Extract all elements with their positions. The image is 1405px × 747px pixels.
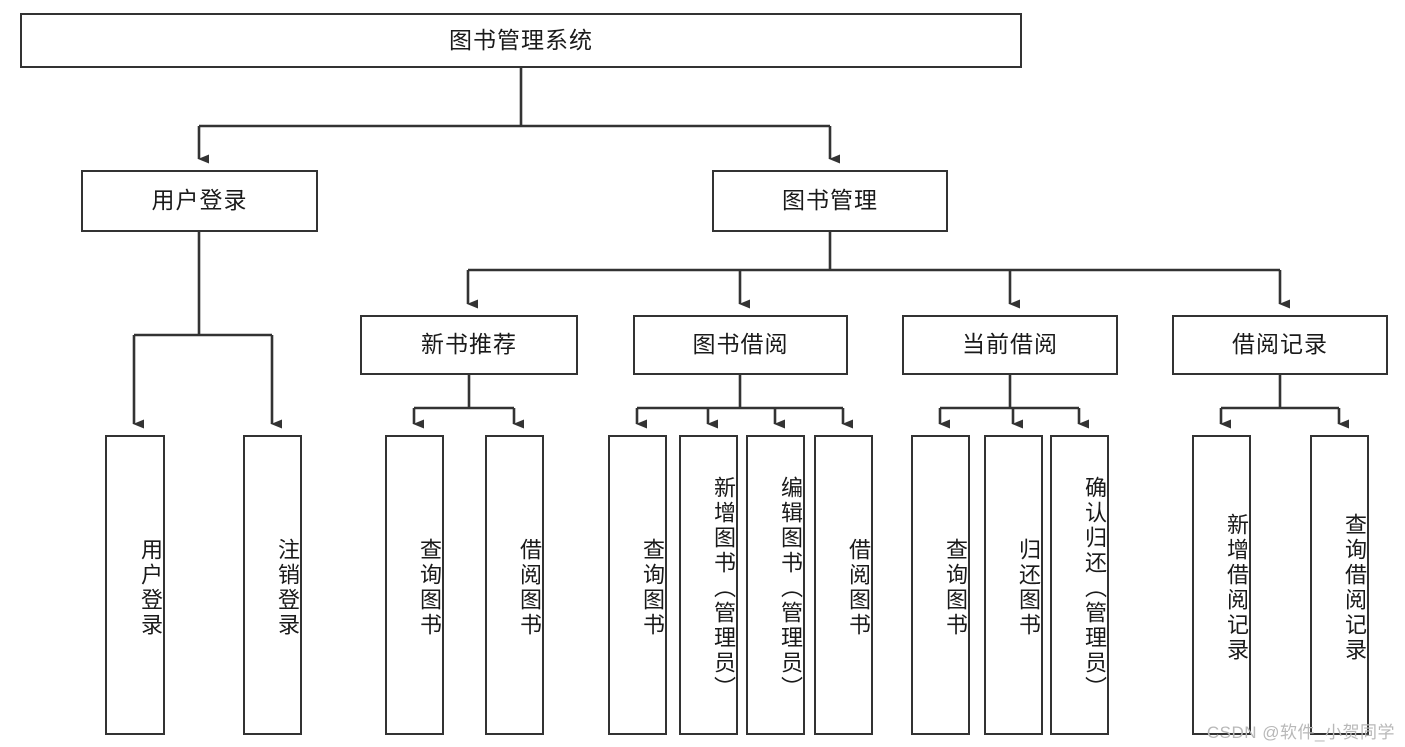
node-label: 图书管理系统: [449, 26, 593, 53]
node-label: 编辑图书（管理员）: [778, 475, 803, 701]
node-label: 查询图书: [943, 538, 968, 638]
node-user-login[interactable]: 用户登录: [81, 170, 318, 232]
node-label: 当前借阅: [962, 331, 1058, 358]
node-borrow-record[interactable]: 借阅记录: [1172, 315, 1388, 375]
node-label: 图书管理: [782, 187, 878, 214]
node-label: 用户登录: [138, 538, 163, 638]
node-label: 查询图书: [640, 538, 665, 638]
node-label: 查询图书: [417, 538, 442, 638]
node-leaf-return-book[interactable]: 归还图书: [984, 435, 1043, 735]
node-leaf-query-book-current[interactable]: 查询图书: [911, 435, 970, 735]
node-leaf-logout[interactable]: 注销登录: [243, 435, 302, 735]
node-leaf-add-borrow-record[interactable]: 新增借阅记录: [1192, 435, 1251, 735]
node-leaf-borrow-book-recommend[interactable]: 借阅图书: [485, 435, 544, 735]
node-label: 借阅图书: [517, 538, 542, 638]
node-leaf-confirm-return-admin[interactable]: 确认归还（管理员）: [1050, 435, 1109, 735]
node-new-book-recommend[interactable]: 新书推荐: [360, 315, 578, 375]
node-label: 新增图书（管理员）: [711, 475, 736, 701]
node-label: 借阅记录: [1232, 331, 1328, 358]
node-book-management[interactable]: 图书管理: [712, 170, 948, 232]
node-leaf-edit-book-admin[interactable]: 编辑图书（管理员）: [746, 435, 805, 735]
node-label: 图书借阅: [692, 331, 789, 358]
node-label: 用户登录: [151, 187, 248, 214]
node-leaf-add-book-admin[interactable]: 新增图书（管理员）: [679, 435, 738, 735]
node-current-borrow[interactable]: 当前借阅: [902, 315, 1118, 375]
node-leaf-user-login[interactable]: 用户登录: [105, 435, 165, 735]
node-leaf-borrow-book[interactable]: 借阅图书: [814, 435, 873, 735]
node-label: 查询借阅记录: [1342, 513, 1367, 663]
node-label: 借阅图书: [846, 538, 871, 638]
node-book-management-system[interactable]: 图书管理系统: [20, 13, 1022, 68]
node-leaf-query-book-recommend[interactable]: 查询图书: [385, 435, 444, 735]
node-leaf-query-borrow-record[interactable]: 查询借阅记录: [1310, 435, 1369, 735]
node-label: 注销登录: [275, 538, 300, 638]
node-label: 确认归还（管理员）: [1082, 475, 1107, 701]
node-leaf-query-book-borrow[interactable]: 查询图书: [608, 435, 667, 735]
watermark: CSDN @软件_小贺同学: [1206, 723, 1395, 742]
node-label: 新增借阅记录: [1224, 513, 1249, 663]
node-label: 归还图书: [1016, 538, 1041, 638]
node-label: 新书推荐: [421, 331, 517, 358]
node-book-borrow[interactable]: 图书借阅: [633, 315, 848, 375]
